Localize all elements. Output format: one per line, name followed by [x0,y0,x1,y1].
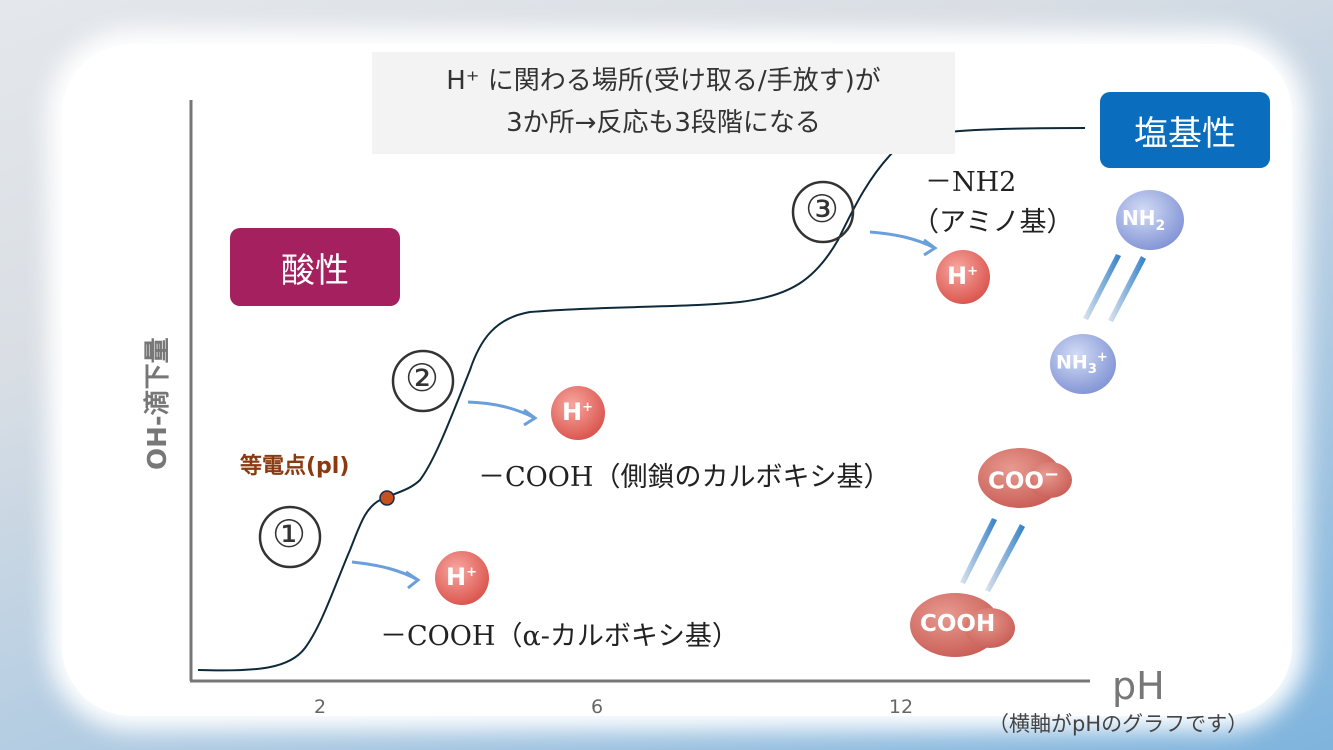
footnote: （横軸がpHのグラフです） [988,712,1249,736]
basic-label: 塩基性 [1100,92,1270,168]
nh3-ion-icon [1050,334,1116,394]
explanation-note: H⁺ に関わる場所(受け取る/手放す)が 3か所→反応も3段階になる [372,52,955,154]
proton-icon [551,386,605,440]
coo-ion-icon [978,448,1072,508]
nh2-label: NH2 [1122,206,1166,234]
cooh-label: COOH [920,611,996,637]
release-arrow-3 [869,230,938,257]
equilibrium-arrows-carboxyl [960,518,1025,592]
y-axis-label: OH-滴下量 [143,337,173,470]
coo-label: COO− [988,464,1060,495]
step-1-circle [258,505,322,569]
release-arrow-2 [467,400,538,427]
note-line-1: H⁺ に関わる場所(受け取る/手放す)が [446,66,881,96]
side-chain-carboxyl-label: －COOH（側鎖のカルボキシ基） [478,462,891,493]
step-3-number: ③ [805,187,840,231]
proton-label: H+ [446,563,477,591]
note-line-2: 3か所→反応も3段階になる [506,108,821,138]
amino-formula-label: －NH2 [925,167,1017,198]
x-tick-label: 6 [590,696,604,718]
proton-icon [435,551,489,605]
release-arrow-1 [351,560,421,590]
step-2-number: ② [405,356,440,400]
isoelectric-label: 等電点(pl) [240,454,350,479]
step-1-number: ① [272,512,307,556]
amino-group-label: （アミノ基） [912,207,1074,238]
x-tick-label: 2 [313,696,327,718]
isoelectric-point [379,490,395,506]
proton-label: H+ [947,262,978,290]
cooh-icon [910,593,1015,657]
proton-icon [936,250,990,304]
acidic-label: 酸性 [230,228,400,306]
equilibrium-arrows-amino [1083,254,1146,322]
x-axis-label: pH [1112,664,1165,708]
nh3-label: NH3+ [1056,350,1108,378]
step-2-circle [391,349,455,413]
alpha-carboxyl-label: －COOH（α-カルボキシ基） [380,621,739,652]
nh2-ion-icon [1116,190,1184,250]
proton-label: H+ [562,398,593,426]
x-tick-label: 12 [888,696,914,718]
titration-curve [197,127,1086,672]
step-3-circle [791,180,855,244]
